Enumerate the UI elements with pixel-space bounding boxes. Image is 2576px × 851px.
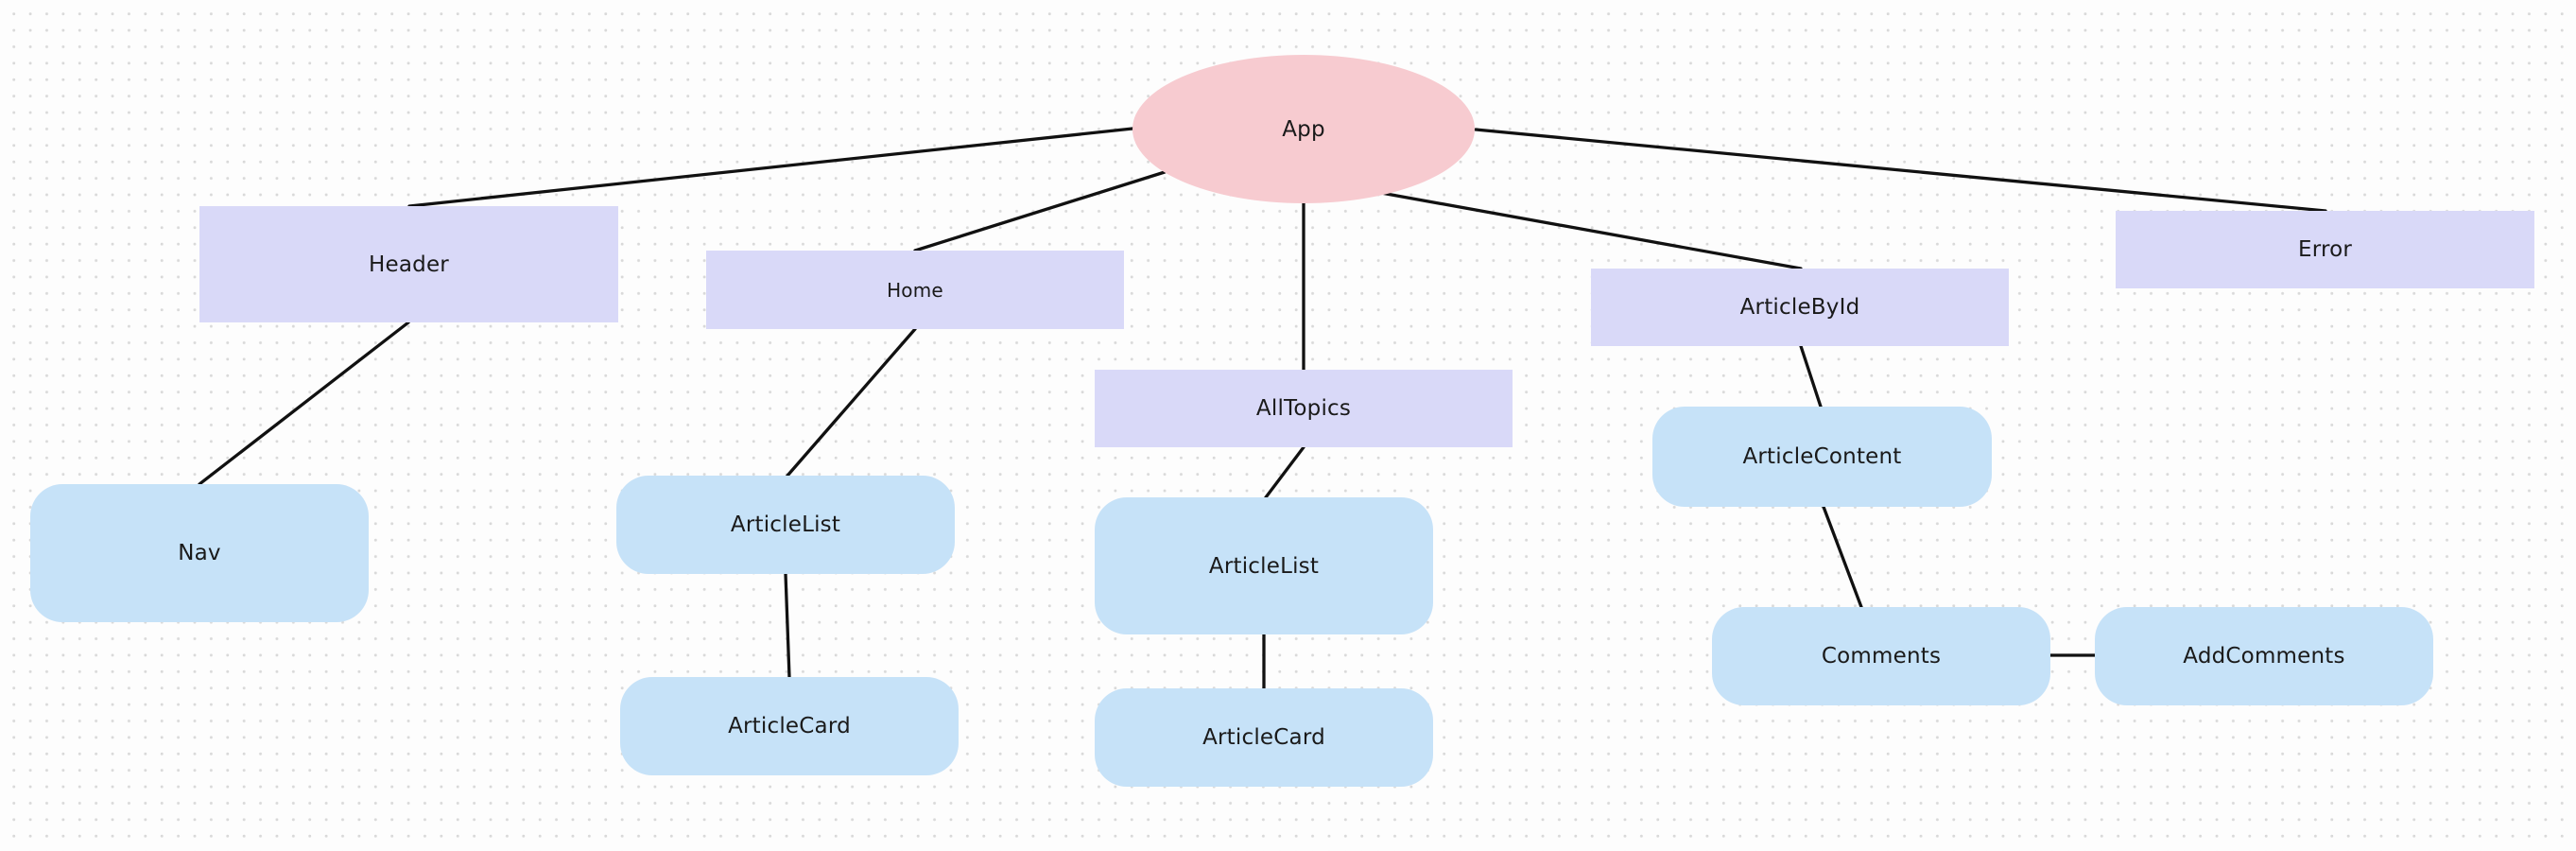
node-addcomments-label: AddComments [2183, 644, 2345, 669]
node-nav-label: Nav [178, 541, 221, 565]
node-articlebyid[interactable]: ArticleById [1591, 269, 2009, 346]
node-articlecard-2[interactable]: ArticleCard [1095, 688, 1433, 787]
edge-articlebyid-articlecontent [1799, 344, 1823, 408]
node-addcomments[interactable]: AddComments [2095, 607, 2433, 705]
node-articlebyid-label: ArticleById [1739, 295, 1860, 320]
edge-articlelist-articlecard [784, 572, 791, 679]
node-articlelist-2[interactable]: ArticleList [1095, 497, 1433, 634]
edge-app-error [1474, 128, 2327, 213]
node-comments-label: Comments [1821, 644, 1942, 669]
node-articlecontent[interactable]: ArticleContent [1652, 407, 1992, 507]
edge-alltopics-articlelist [1264, 445, 1305, 499]
node-comments[interactable]: Comments [1712, 607, 2050, 705]
edge-header-nav [198, 321, 410, 486]
node-error[interactable]: Error [2116, 211, 2534, 288]
node-articlelist-label: ArticleList [730, 512, 841, 537]
node-articlecard-2-label: ArticleCard [1202, 725, 1325, 750]
node-home-label: Home [887, 278, 943, 302]
node-nav[interactable]: Nav [30, 484, 369, 622]
node-header[interactable]: Header [199, 206, 618, 322]
node-articlecard-label: ArticleCard [728, 714, 851, 738]
node-articlecontent-label: ArticleContent [1742, 444, 1902, 469]
edge-app-home [913, 170, 1167, 252]
edge-home-articlelist [786, 327, 917, 478]
node-alltopics-label: AllTopics [1255, 396, 1352, 421]
node-articlelist[interactable]: ArticleList [616, 476, 955, 574]
node-home[interactable]: Home [706, 251, 1124, 329]
edge-app-articlebyid [1379, 191, 1803, 270]
node-error-label: Error [2297, 237, 2353, 262]
node-header-label: Header [369, 252, 449, 277]
edge-app-header [407, 127, 1134, 208]
node-app-label: App [1282, 116, 1325, 142]
node-app[interactable]: App [1132, 55, 1475, 203]
node-alltopics[interactable]: AllTopics [1095, 370, 1513, 447]
edge-articlecontent-comments [1822, 505, 1863, 609]
node-articlelist-2-label: ArticleList [1208, 553, 1320, 579]
node-articlecard[interactable]: ArticleCard [620, 677, 959, 775]
